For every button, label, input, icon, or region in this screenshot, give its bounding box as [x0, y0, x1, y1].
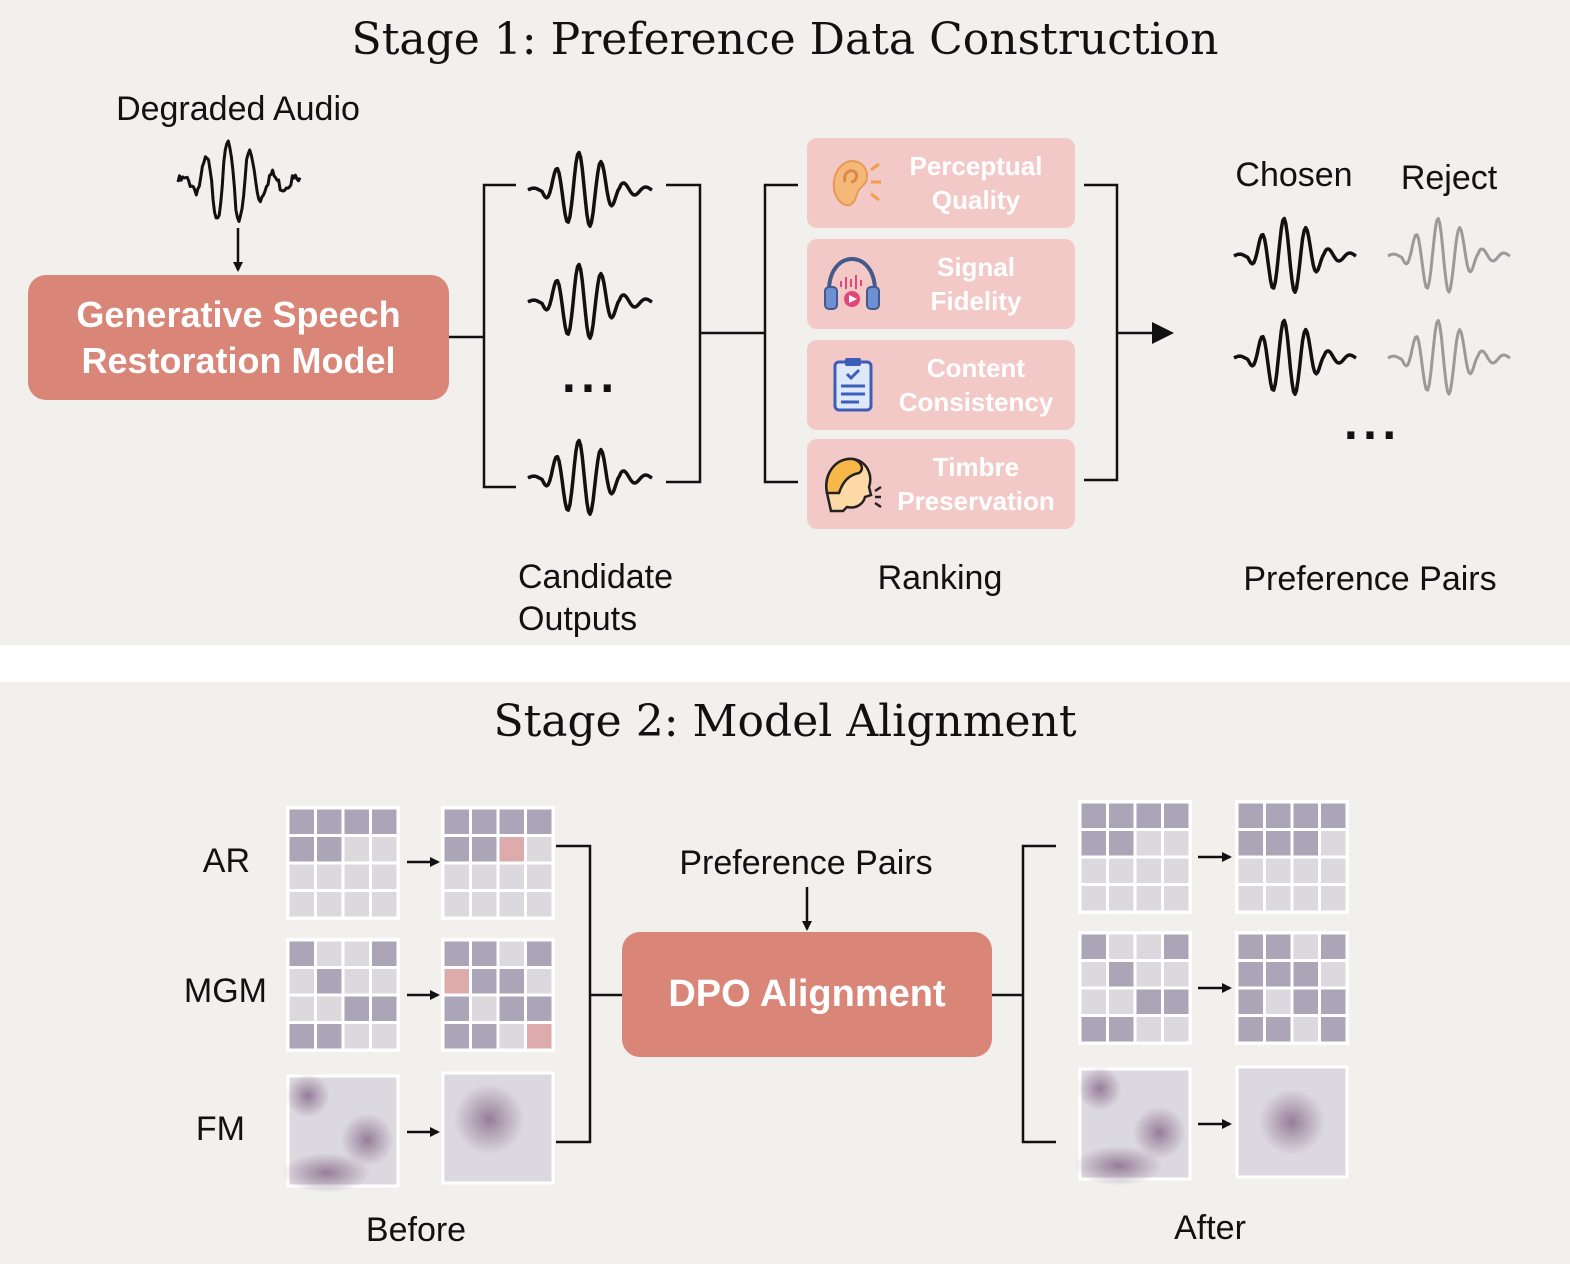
headphones-icon [824, 256, 880, 310]
ranking-criterion-text: Signal Fidelity [877, 239, 1075, 329]
criterion-line2: Fidelity [930, 286, 1022, 316]
chosen-label: Chosen [1235, 156, 1353, 194]
preference-pairs-input-label: Preference Pairs [679, 844, 933, 882]
candidates-ellipsis: ... [561, 356, 619, 402]
candidate-outputs-line2: Outputs [518, 600, 638, 638]
ranking-criterion-timbre-preservation: Timbre Preservation [807, 439, 1075, 529]
degraded-audio-label: Degraded Audio [116, 90, 360, 128]
model-label-line2: Restoration Model [81, 339, 396, 381]
stage2-title: Stage 2: Model Alignment [493, 696, 1077, 747]
ranking-criterion-perceptual-quality: Perceptual Quality [807, 138, 1075, 228]
row-label-mgm: MGM [183, 972, 267, 1010]
criterion-line1: Perceptual [909, 151, 1043, 181]
ranking-label: Ranking [877, 559, 1003, 597]
row-label-ar: AR [202, 842, 250, 880]
criterion-line2: Preservation [897, 486, 1055, 516]
generative-speech-restoration-model-box: Generative Speech Restoration Model [28, 275, 449, 400]
criterion-line2: Quality [931, 185, 1021, 215]
before-label: Before [365, 1211, 467, 1249]
speaking-head-icon [825, 457, 882, 513]
ear-icon [832, 160, 881, 207]
candidate-outputs-label: Candidate Outputs [518, 556, 673, 640]
ranking-criterion-text: Content Consistency [877, 340, 1075, 430]
criterion-line1: Content [926, 353, 1026, 383]
preference-pairs-label: Preference Pairs [1243, 560, 1497, 598]
after-label: After [1174, 1209, 1246, 1247]
row-label-fm: FM [195, 1110, 245, 1148]
criterion-line1: Timbre [932, 452, 1020, 482]
ranking-criterion-text: Timbre Preservation [877, 439, 1075, 529]
reject-label: Reject [1400, 159, 1498, 197]
ranking-criterion-signal-fidelity: Signal Fidelity [807, 239, 1075, 329]
candidate-outputs-line1: Candidate [518, 558, 674, 596]
dpo-alignment-box: DPO Alignment [622, 932, 992, 1057]
ranking-criterion-text: Perceptual Quality [877, 138, 1075, 228]
document-icon [833, 358, 873, 412]
ranking-criterion-content-consistency: Content Consistency [807, 340, 1075, 430]
model-label-line1: Generative Speech [76, 293, 401, 335]
criterion-line1: Signal [936, 252, 1015, 282]
stage1-title: Stage 1: Preference Data Construction [351, 14, 1219, 65]
pairs-ellipsis: ... [1343, 403, 1401, 449]
criterion-line2: Consistency [898, 387, 1054, 417]
